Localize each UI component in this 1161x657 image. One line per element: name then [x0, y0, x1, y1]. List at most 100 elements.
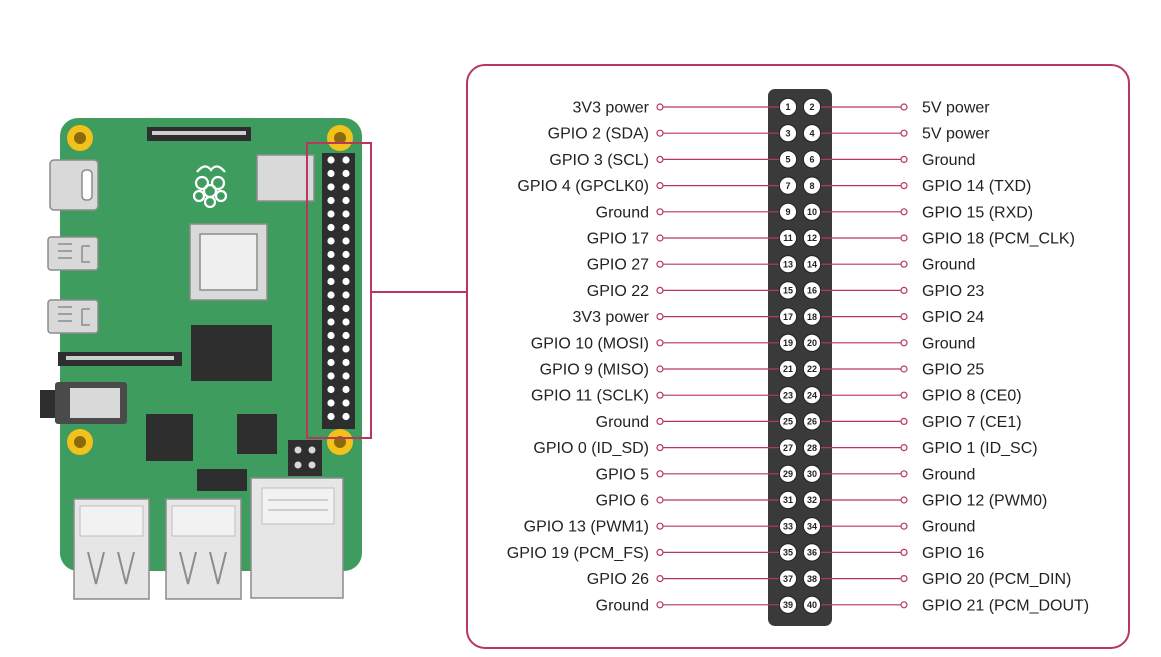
- pin-label: GPIO 3 (SCL): [549, 152, 649, 169]
- pin-circle: [778, 281, 798, 300]
- pin-22: 22 GPIO 25: [802, 359, 984, 379]
- pin-number: 28: [807, 443, 817, 453]
- pin-leader-end: [656, 391, 664, 399]
- pin-leader-end: [900, 103, 908, 111]
- board-header-pin: [327, 304, 335, 313]
- pin-leader-end: [656, 365, 664, 373]
- wireless-module: [256, 154, 315, 202]
- pin-label: GPIO 7 (CE1): [922, 414, 1022, 431]
- pin-circle: [778, 202, 798, 221]
- board-header-pin: [327, 412, 335, 421]
- pin-label: GPIO 5: [596, 466, 649, 483]
- pin-number: 36: [807, 548, 817, 558]
- pin-label: Ground: [922, 152, 975, 169]
- pin-number: 17: [783, 312, 793, 322]
- pin-label: Ground: [922, 466, 975, 483]
- pin-number: 15: [783, 286, 793, 296]
- mounting-hole-top-left: [67, 125, 93, 151]
- poe-header: [288, 440, 322, 476]
- pin-circle: [802, 464, 822, 483]
- pin-leader-end: [656, 155, 664, 163]
- pin-circle: [802, 438, 822, 457]
- pin-number: 18: [807, 312, 817, 322]
- pin-number: 32: [807, 495, 817, 505]
- pin-number: 23: [783, 390, 793, 400]
- mounting-hole-bottom-right: [327, 429, 353, 455]
- pin-number: 1: [785, 102, 790, 112]
- raspberry-pi-logo-icon: [192, 165, 228, 209]
- mounting-hole-bottom-left: [67, 429, 93, 455]
- pin-circle: [778, 438, 798, 457]
- pin-label: GPIO 21 (PCM_DOUT): [922, 597, 1089, 614]
- pin-number: 12: [807, 233, 817, 243]
- pin-circle: [778, 464, 798, 483]
- pin-leader-end: [656, 417, 664, 425]
- pin-number: 33: [783, 521, 793, 531]
- pin-label: GPIO 25: [922, 362, 984, 379]
- pin-circle: [802, 595, 822, 614]
- pin-number: 39: [783, 600, 793, 610]
- pin-leader-end: [900, 444, 908, 452]
- pin-11: 11 GPIO 17: [587, 228, 798, 248]
- pin-number: 5: [785, 155, 790, 165]
- pin-circle: [802, 228, 822, 248]
- pin-label: Ground: [596, 597, 649, 614]
- pin-circle: [802, 517, 822, 536]
- pin-number: 11: [783, 233, 793, 243]
- pin-circle: [802, 202, 822, 221]
- board-header-pin: [327, 183, 335, 191]
- board-header-pin: [342, 196, 350, 205]
- pin-number: 37: [783, 574, 793, 584]
- pin-circle: [778, 543, 798, 562]
- pin-leader-end: [900, 208, 908, 216]
- pin-circle: [778, 569, 798, 588]
- pin-label: GPIO 6: [596, 493, 649, 510]
- pin-circle: [778, 386, 798, 405]
- pin-circle: [778, 359, 798, 379]
- pin-label: 3V3 power: [573, 309, 650, 326]
- board-header-pin: [342, 331, 350, 340]
- usb-port-1: [165, 498, 242, 600]
- pin-number: 29: [783, 469, 793, 479]
- pin-label: GPIO 2 (SDA): [548, 126, 649, 143]
- board-header-pin: [342, 264, 350, 272]
- pin-leader-end: [656, 548, 664, 557]
- pin-label: GPIO 23: [922, 283, 984, 300]
- board-gpio-header: [322, 153, 355, 429]
- pin-leader-end: [656, 601, 664, 609]
- pin-circle: [778, 412, 798, 431]
- ethernet-chip: [237, 414, 277, 454]
- pin-label: GPIO 17: [587, 231, 649, 248]
- pin-leader-end: [656, 522, 664, 530]
- board-header-pin: [342, 304, 350, 313]
- pin-number: 13: [783, 259, 793, 269]
- pin-circle: [802, 281, 822, 300]
- pin-leader-end: [900, 470, 908, 478]
- pin-circle: [802, 359, 822, 379]
- pin-circle: [778, 97, 798, 117]
- pin-circle: [802, 307, 822, 326]
- pin-number: 22: [807, 364, 817, 374]
- pin-number: 35: [783, 548, 793, 558]
- ethernet-port: [250, 477, 344, 599]
- pin-leader-end: [900, 260, 908, 268]
- pin-number: 16: [807, 286, 817, 296]
- pin-number: 38: [807, 574, 817, 584]
- pin-label: Ground: [596, 414, 649, 431]
- pin-circle: [778, 490, 798, 510]
- board-header-pin: [342, 237, 350, 245]
- pin-circle: [778, 176, 798, 195]
- pin-circle: [778, 255, 798, 274]
